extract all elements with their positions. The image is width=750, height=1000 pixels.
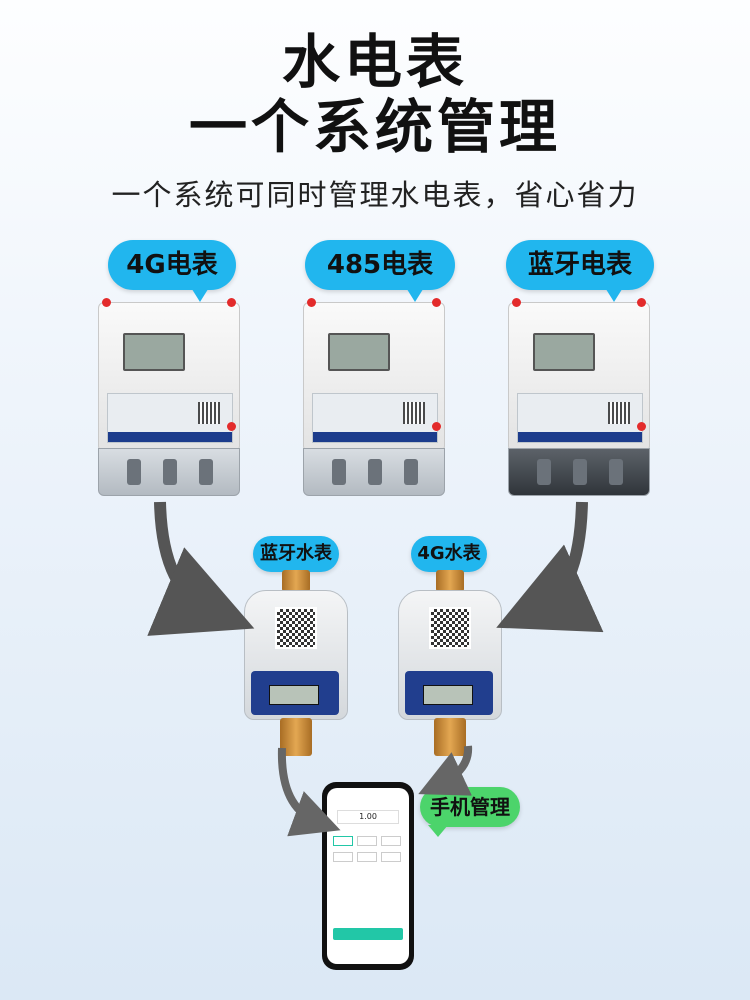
bubble-485-electric-meter: 485电表 bbox=[305, 240, 455, 302]
bubble-bluetooth-water-meter: 蓝牙水表 bbox=[253, 536, 339, 582]
page-title-line2: 一个系统管理 bbox=[188, 93, 561, 161]
bubble-phone-management: 手机管理 bbox=[420, 787, 520, 837]
arrow-to-phone-left bbox=[277, 747, 341, 837]
bubble-bluetooth-electric-meter: 蓝牙电表 bbox=[506, 240, 654, 302]
electric-meter-485-image bbox=[303, 298, 445, 498]
phone-option bbox=[333, 836, 353, 846]
phone-amount: 1.00 bbox=[337, 810, 399, 824]
water-meter-bluetooth-image bbox=[244, 570, 348, 756]
phone-pay-button bbox=[333, 928, 403, 940]
phone-option bbox=[381, 836, 401, 846]
phone-option bbox=[333, 852, 353, 862]
electric-meter-4g-image bbox=[98, 298, 240, 498]
phone-screen: 1.00 bbox=[327, 788, 409, 964]
arrow-right-to-water-meter bbox=[496, 501, 604, 633]
water-meter-4g-image bbox=[398, 570, 502, 756]
bubble-4g-electric-meter: 4G电表 bbox=[108, 240, 236, 302]
page-title-line1: 水电表 bbox=[281, 28, 468, 96]
bubble-4g-water-meter: 4G水表 bbox=[411, 536, 487, 582]
phone-option bbox=[357, 852, 377, 862]
arrow-left-to-water-meter bbox=[147, 501, 255, 636]
page-subtitle: 一个系统可同时管理水电表，省心省力 bbox=[111, 178, 639, 212]
smartphone-image: 1.00 bbox=[322, 782, 414, 970]
phone-option bbox=[381, 852, 401, 862]
electric-meter-bluetooth-image bbox=[508, 298, 650, 498]
phone-option bbox=[357, 836, 377, 846]
